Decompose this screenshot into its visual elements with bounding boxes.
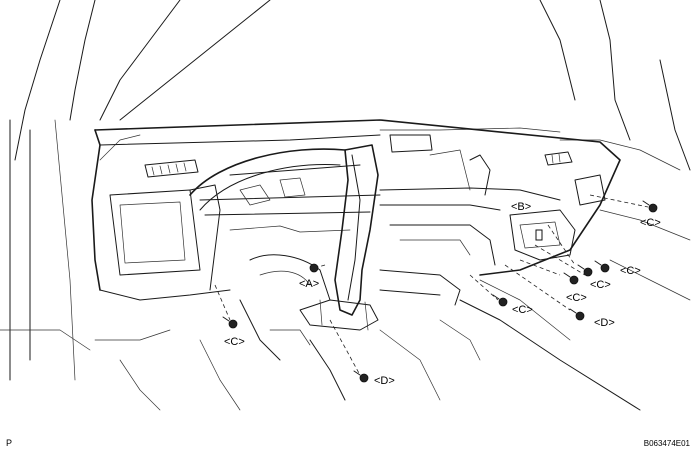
page-marker: P <box>6 438 12 448</box>
right-side-vent <box>544 151 573 166</box>
left-pillar-area <box>0 119 171 381</box>
callout-a: <A> <box>299 278 319 290</box>
clip-icon <box>535 229 543 241</box>
callout-c-left: <C> <box>224 336 245 348</box>
callout-d-bottom: <D> <box>374 375 395 387</box>
instrument-panel-outline <box>91 119 621 306</box>
steering-column <box>239 254 346 401</box>
callout-labels: <A> <B> <C> <C> <C> <C> <C> <C> <D> <D> <box>224 201 661 387</box>
screw-icon <box>569 308 585 321</box>
callout-c-right-1: <C> <box>620 265 641 277</box>
floor-console-area <box>119 209 691 411</box>
fasteners <box>222 200 658 383</box>
callout-c-right-2: <C> <box>590 279 611 291</box>
right-bracket-assembly <box>509 174 606 261</box>
meter-opening <box>189 148 346 211</box>
windshield-frame <box>14 0 691 171</box>
figure-code: B063474E01 <box>644 439 691 448</box>
callout-d-right: <D> <box>594 317 615 329</box>
leader-lines <box>214 194 649 376</box>
screw-icon <box>563 272 579 285</box>
left-side-vent <box>144 159 199 178</box>
callout-c-top-right: <C> <box>640 217 661 229</box>
callout-b: <B> <box>511 201 531 213</box>
callout-c-center: <C> <box>512 304 533 316</box>
callout-c-right-3: <C> <box>566 292 587 304</box>
center-support-brace <box>299 144 379 331</box>
screw-icon <box>309 263 319 273</box>
screw-icon <box>594 260 610 273</box>
screw-icon <box>492 294 508 307</box>
screw-icon <box>577 264 593 277</box>
screw-icon <box>222 316 238 329</box>
screw-icon <box>353 370 369 383</box>
screw-icon <box>642 200 658 213</box>
